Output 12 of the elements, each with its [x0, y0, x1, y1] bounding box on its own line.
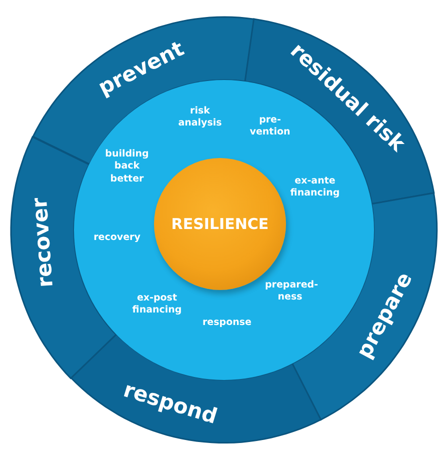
- phase-label: prepared-ness: [265, 280, 315, 304]
- segment-label: recover: [29, 197, 56, 288]
- phase-label: response: [202, 316, 252, 330]
- core-label: RESILIENCE: [171, 215, 269, 233]
- ring-segment: [244, 19, 434, 204]
- ring-segment: [70, 334, 321, 443]
- phase-label: ex-ante financing: [289, 176, 341, 200]
- phase-label: pre-vention: [248, 114, 290, 140]
- phase-label: recovery: [92, 232, 142, 244]
- phase-label: risk analysis: [177, 106, 223, 130]
- phase-label: ex-post financing: [131, 292, 183, 318]
- phase-label: building back better: [104, 148, 150, 186]
